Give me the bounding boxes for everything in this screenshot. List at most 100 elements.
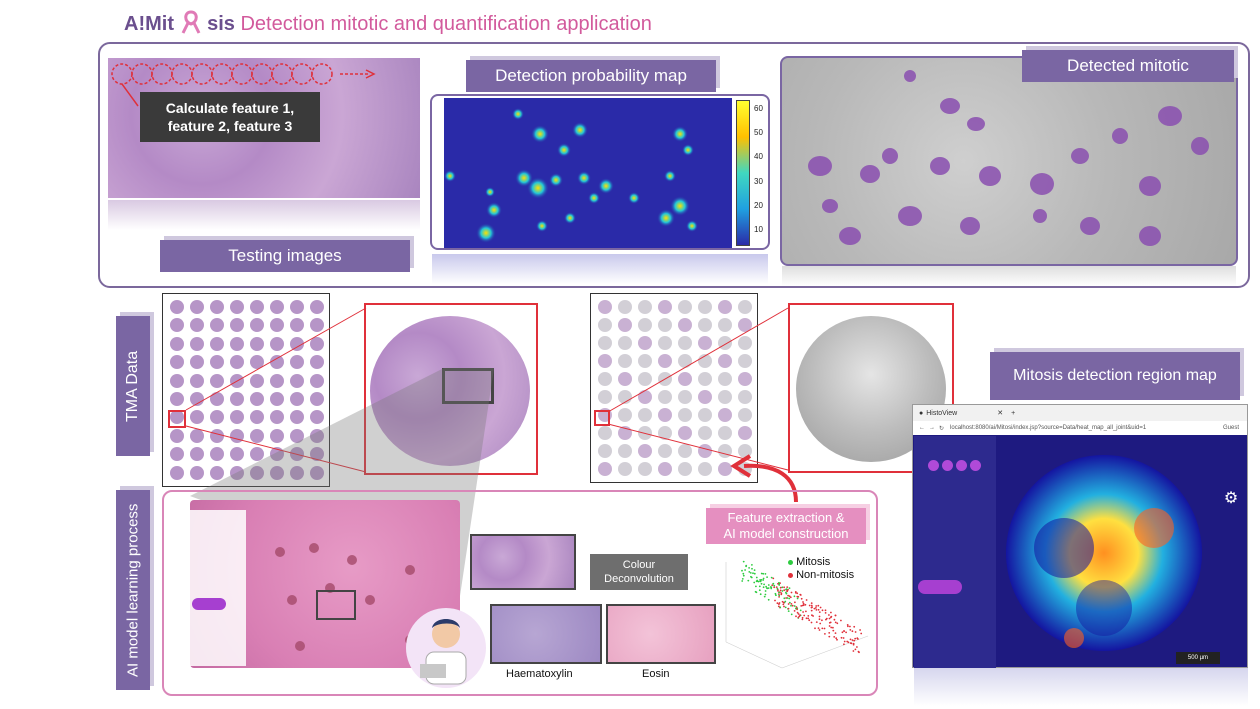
- scatter-point: [764, 590, 767, 592]
- tma-core: [270, 391, 284, 406]
- browser-tab-title[interactable]: HistoView: [926, 409, 958, 417]
- scatter-point: [797, 613, 800, 615]
- colorbar-tick: 60: [754, 104, 763, 113]
- tma-core: [658, 444, 672, 458]
- tma-core: [230, 355, 244, 370]
- scatter-point: [833, 618, 836, 621]
- tma-core: [170, 410, 184, 425]
- scatter-point: [779, 606, 782, 609]
- scatter-point: [833, 636, 836, 638]
- sidebar-action-button[interactable]: [918, 580, 962, 594]
- scatter-point: [785, 597, 787, 599]
- browser-tab-icon: ●: [919, 409, 924, 417]
- ribbon-icon: [180, 10, 202, 34]
- close-tab-icon[interactable]: ✕: [997, 410, 1004, 417]
- tma-core: [170, 447, 184, 462]
- tma-core: [678, 318, 692, 332]
- scatter-point: [859, 629, 861, 631]
- tma-core: [618, 444, 632, 458]
- scatter-point: [742, 560, 745, 563]
- scale-bar: 500 µm: [1176, 652, 1220, 664]
- tma-core: [170, 318, 184, 333]
- colorbar-tick: 10: [754, 224, 763, 234]
- scatter-point: [788, 597, 791, 600]
- tma-core: [170, 465, 184, 480]
- scatter-point: [767, 598, 770, 601]
- profile-label[interactable]: Guest: [1222, 425, 1239, 431]
- scatter-point: [785, 591, 787, 594]
- move-icon[interactable]: [942, 460, 953, 471]
- probability-map-reflection: [432, 254, 768, 284]
- tma-core: [618, 354, 632, 368]
- new-tab-icon[interactable]: +: [1011, 409, 1016, 417]
- scatter-point: [763, 595, 766, 598]
- zoom-in-icon[interactable]: [956, 460, 967, 471]
- legend-label-non-mitosis: Non-mitosis: [796, 569, 855, 581]
- url-field[interactable]: localhost:8080/ai/Mitosi/index.jsp?sourc…: [950, 425, 1147, 431]
- scatter-point: [801, 618, 804, 621]
- patch-crop: [470, 534, 576, 590]
- tma-core: [618, 372, 632, 386]
- scatter-point: [755, 576, 758, 579]
- scatter-point: [759, 593, 762, 596]
- tma-core: [658, 462, 672, 476]
- scatter-point: [810, 602, 813, 604]
- scatter-point: [794, 591, 797, 594]
- tma-core: [638, 444, 652, 458]
- scatter-point: [849, 642, 852, 644]
- scatter-point: [762, 579, 765, 581]
- scatter-point: [819, 606, 822, 609]
- tma-core: [718, 408, 732, 422]
- training-app-button[interactable]: [192, 598, 226, 610]
- scatter-point: [805, 599, 808, 601]
- tma-core: [658, 426, 672, 440]
- browser-addressbar: ← → ↻ localhost:8080/ai/Mitosi/index.jsp…: [913, 421, 1247, 435]
- tma-core: [678, 426, 692, 440]
- scatter-point: [763, 583, 765, 586]
- scatter-point: [760, 572, 763, 575]
- scatter-point: [741, 580, 744, 582]
- back-icon[interactable]: ←: [919, 425, 925, 431]
- scatter-point: [824, 609, 827, 612]
- scatter-point: [800, 605, 803, 607]
- tma-core-grid-detected: [598, 300, 754, 476]
- scatter-point: [758, 589, 761, 592]
- scatter-point: [772, 577, 775, 580]
- colorbar-ticks: 60 50 40 30 20 10: [754, 104, 770, 234]
- tma-core: [270, 465, 284, 480]
- zoom-connector-lines-detected: [607, 307, 789, 471]
- tma-core-grid: [170, 300, 326, 480]
- colorbar: [736, 100, 750, 246]
- scatter-point: [818, 629, 821, 631]
- selected-core-marker-detected: [594, 410, 610, 426]
- feature-scatter-plot: [725, 560, 869, 669]
- scatter-point: [818, 611, 821, 613]
- tma-core: [170, 428, 184, 443]
- scatter-point: [796, 608, 798, 611]
- tma-core: [638, 354, 652, 368]
- tma-core: [598, 318, 612, 332]
- scatter-point: [802, 601, 804, 603]
- home-icon[interactable]: [928, 460, 939, 471]
- tma-core: [698, 390, 712, 404]
- tma-core: [698, 300, 712, 314]
- scatter-point: [788, 601, 791, 604]
- zoom-out-icon[interactable]: [970, 460, 981, 471]
- tma-core: [638, 318, 652, 332]
- region-map-tag: Mitosis detection region map: [990, 352, 1240, 400]
- reload-icon[interactable]: ↻: [939, 425, 945, 432]
- tma-core: [190, 300, 204, 314]
- scatter-point: [778, 584, 781, 586]
- tma-core: [310, 410, 324, 425]
- tma-core: [598, 390, 612, 404]
- tma-core: [190, 355, 204, 370]
- scatter-point: [791, 604, 794, 607]
- scatter-point: [834, 621, 837, 624]
- tma-core: [658, 390, 672, 404]
- forward-icon[interactable]: →: [929, 425, 935, 431]
- settings-gear-icon[interactable]: ⚙: [1220, 488, 1242, 510]
- tma-core: [210, 318, 224, 333]
- scatter-point: [779, 589, 782, 592]
- tma-core: [290, 300, 304, 314]
- scatter-point: [759, 580, 762, 583]
